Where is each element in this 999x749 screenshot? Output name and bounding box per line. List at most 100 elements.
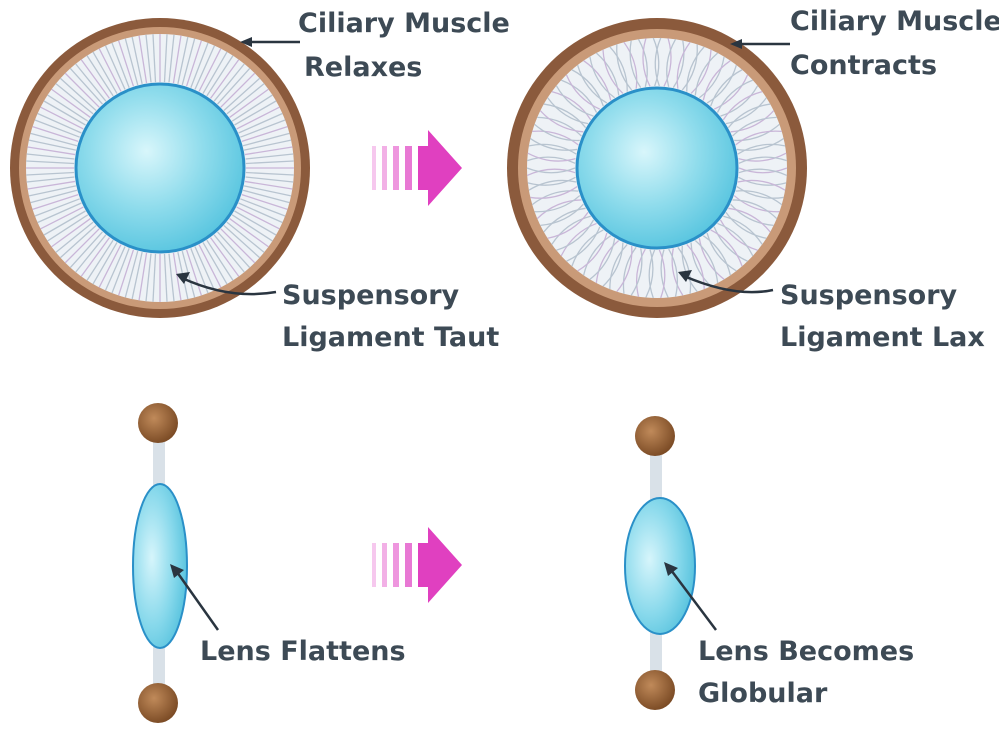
taut-ligament-label-line2: Ligament Taut	[282, 322, 499, 353]
lax-fiber	[717, 222, 754, 257]
taut-fiber	[236, 206, 280, 230]
taut-fiber	[172, 35, 182, 84]
taut-fiber	[244, 146, 293, 156]
lens-globular-label-line1: Lens Becomes	[698, 636, 914, 667]
taut-fiber	[59, 225, 97, 259]
lower-ciliary-knob-left	[138, 683, 178, 723]
taut-fiber	[177, 36, 189, 85]
lax-fiber	[530, 138, 578, 151]
taut-fiber	[75, 234, 107, 273]
taut-fiber	[145, 34, 152, 83]
lax-fiber	[551, 90, 592, 121]
taut-fiber	[131, 251, 143, 300]
lax-fiber	[686, 46, 705, 92]
taut-fiber	[210, 237, 240, 277]
taut-fiber	[131, 36, 143, 85]
taut-fiber	[80, 59, 110, 99]
taut-fiber	[226, 221, 265, 253]
taut-fiber	[80, 237, 110, 277]
taut-fiber	[32, 125, 79, 143]
lax-ligament-label-line1: Suspensory	[780, 280, 958, 311]
lax-fiber	[636, 248, 646, 297]
lax-fiber	[642, 38, 651, 87]
lax-fiber	[547, 211, 589, 239]
lax-fiber	[526, 167, 576, 174]
taut-fiber	[27, 146, 76, 156]
lax-fiber	[702, 60, 731, 101]
lax-ligament-fibers	[526, 37, 788, 299]
lax-fiber	[527, 176, 576, 186]
taut-fiber	[47, 94, 89, 122]
lax-fiber	[735, 130, 782, 146]
lax-fiber	[734, 123, 780, 142]
lax-fiber	[532, 130, 579, 146]
lax-fiber	[543, 103, 587, 129]
taut-ligament-fibers	[26, 34, 294, 302]
taut-fiber	[242, 189, 290, 204]
taut-fiber	[40, 106, 84, 130]
relaxed-lens	[74, 82, 246, 254]
lax-fiber	[660, 249, 669, 298]
lax-fiber	[539, 110, 584, 133]
taut-fiber	[245, 171, 294, 176]
lax-fiber	[645, 249, 654, 298]
taut-fiber	[104, 45, 126, 90]
taut-fiber	[194, 45, 216, 90]
lax-fiber	[713, 74, 749, 110]
lax-fiber	[719, 219, 758, 251]
lax-fiber	[738, 176, 787, 186]
lens-globular-label-line2: Globular	[698, 678, 828, 709]
lax-fiber	[571, 69, 604, 107]
lax-fiber	[526, 168, 576, 177]
taut-fiber	[117, 40, 135, 87]
lax-fiber	[547, 97, 589, 125]
taut-fiber	[51, 218, 91, 248]
lax-fiber	[738, 167, 788, 174]
taut-fiber	[27, 180, 76, 190]
contracted-eye	[507, 18, 807, 318]
taut-fiber	[198, 48, 222, 92]
lax-fiber	[676, 41, 691, 89]
taut-fiber	[26, 153, 75, 160]
flat-lens	[132, 483, 188, 649]
taut-fiber	[26, 176, 75, 183]
taut-fiber	[217, 67, 251, 105]
lax-fiber	[595, 52, 620, 96]
taut-fiber	[64, 228, 100, 264]
lax-fiber	[690, 242, 712, 287]
lower-ciliary-knob-right	[635, 670, 675, 710]
taut-fiber	[51, 88, 91, 118]
lax-fiber	[528, 143, 577, 155]
taut-fiber	[168, 34, 175, 83]
lax-fiber	[735, 190, 783, 206]
taut-fiber	[241, 125, 288, 143]
lax-fiber	[582, 235, 612, 276]
taut-fiber	[206, 239, 234, 281]
lax-fiber	[681, 44, 698, 91]
taut-fiber	[37, 112, 82, 134]
lax-fiber	[577, 232, 608, 272]
taut-fiber	[55, 83, 94, 115]
taut-fiber	[234, 210, 277, 236]
lax-fiber	[637, 39, 648, 87]
taut-fiber	[241, 193, 288, 211]
taut-fiber	[229, 88, 269, 118]
taut-fiber	[194, 246, 216, 291]
taut-fiber	[210, 59, 240, 99]
lax-fiber	[694, 240, 719, 284]
lax-fiber	[630, 248, 643, 296]
relaxed-muscle-label-line1: Ciliary Muscle	[298, 8, 510, 39]
relaxed-muscle-label-line2: Relaxes	[304, 52, 422, 83]
taut-fiber	[231, 214, 273, 242]
lax-fiber	[713, 226, 748, 262]
lax-fiber	[534, 195, 581, 213]
taut-fiber	[59, 77, 97, 111]
lax-fiber	[543, 207, 586, 233]
lax-fiber	[565, 74, 601, 110]
lax-fiber	[629, 40, 642, 88]
lax-fiber	[710, 229, 743, 267]
lax-fiber	[677, 246, 692, 294]
transition-arrow-bottom	[372, 527, 462, 603]
globular-lens	[624, 497, 696, 635]
taut-fiber	[34, 198, 80, 217]
